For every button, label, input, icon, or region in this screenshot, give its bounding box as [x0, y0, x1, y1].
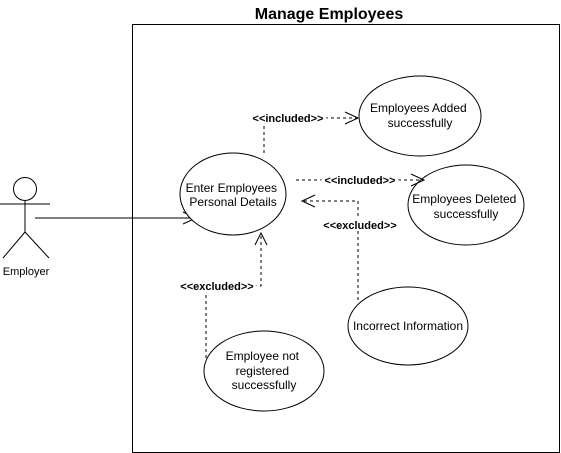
- svg-text:Enter Employees Personal: Enter Employees Personal Details: [186, 181, 281, 209]
- svg-text:Employees Deleted succes: Employees Deleted successfully: [412, 192, 519, 221]
- use-case-enter-details-line2: Personal Details: [189, 195, 276, 209]
- system-title: Manage Employees: [255, 6, 404, 23]
- use-case-employees-added-line2: successfully: [388, 116, 453, 130]
- relation-exclude-not-registered: [205, 231, 268, 358]
- relation-exclude-incorrect-label: <<excluded>>: [323, 220, 396, 232]
- use-case-not-registered-line1: Employee not: [226, 349, 300, 363]
- actor-left-leg: [2, 231, 26, 259]
- actor-right-leg: [24, 231, 50, 259]
- actor-label: Employer: [3, 266, 50, 278]
- use-case-employees-deleted-line1: Employees Deleted: [412, 192, 516, 206]
- relation-include-added: [263, 111, 360, 153]
- use-case-employees-deleted-line2: successfully: [434, 207, 499, 221]
- use-case-incorrect-information-line1: Incorrect Information: [353, 319, 463, 333]
- use-case-enter-details: Enter Employees Personal Details: [179, 152, 287, 236]
- use-case-employees-added: Employees Added successfully: [358, 75, 482, 157]
- relation-exclude-not-registered-label: <<excluded>>: [180, 281, 253, 293]
- svg-text:Employees Added successf: Employees Added successfully: [370, 101, 470, 130]
- svg-text:Employee not registered: Employee not registered successfully: [226, 349, 303, 392]
- svg-text:Incorrect Information: Incorrect Information: [353, 319, 463, 333]
- relation-include-deleted-label: <<included>>: [325, 175, 396, 187]
- use-case-not-registered-line2: registered: [236, 364, 289, 378]
- use-case-enter-details-line1: Enter Employees: [186, 181, 277, 195]
- relation-include-added-label: <<included>>: [253, 113, 324, 125]
- relation-include-deleted: [296, 173, 426, 187]
- use-case-incorrect-information: Incorrect Information: [347, 286, 469, 366]
- use-case-employees-added-line1: Employees Added: [370, 101, 467, 115]
- actor-employer: [0, 177, 50, 259]
- association-employer-enter-details: [35, 211, 198, 225]
- actor-head: [13, 177, 37, 201]
- use-case-not-registered-line3: successfully: [232, 378, 297, 392]
- use-case-not-registered: Employee not registered successfully: [203, 330, 325, 412]
- use-case-employees-deleted: Employees Deleted successfully: [407, 164, 525, 246]
- relation-exclude-incorrect: [300, 194, 359, 300]
